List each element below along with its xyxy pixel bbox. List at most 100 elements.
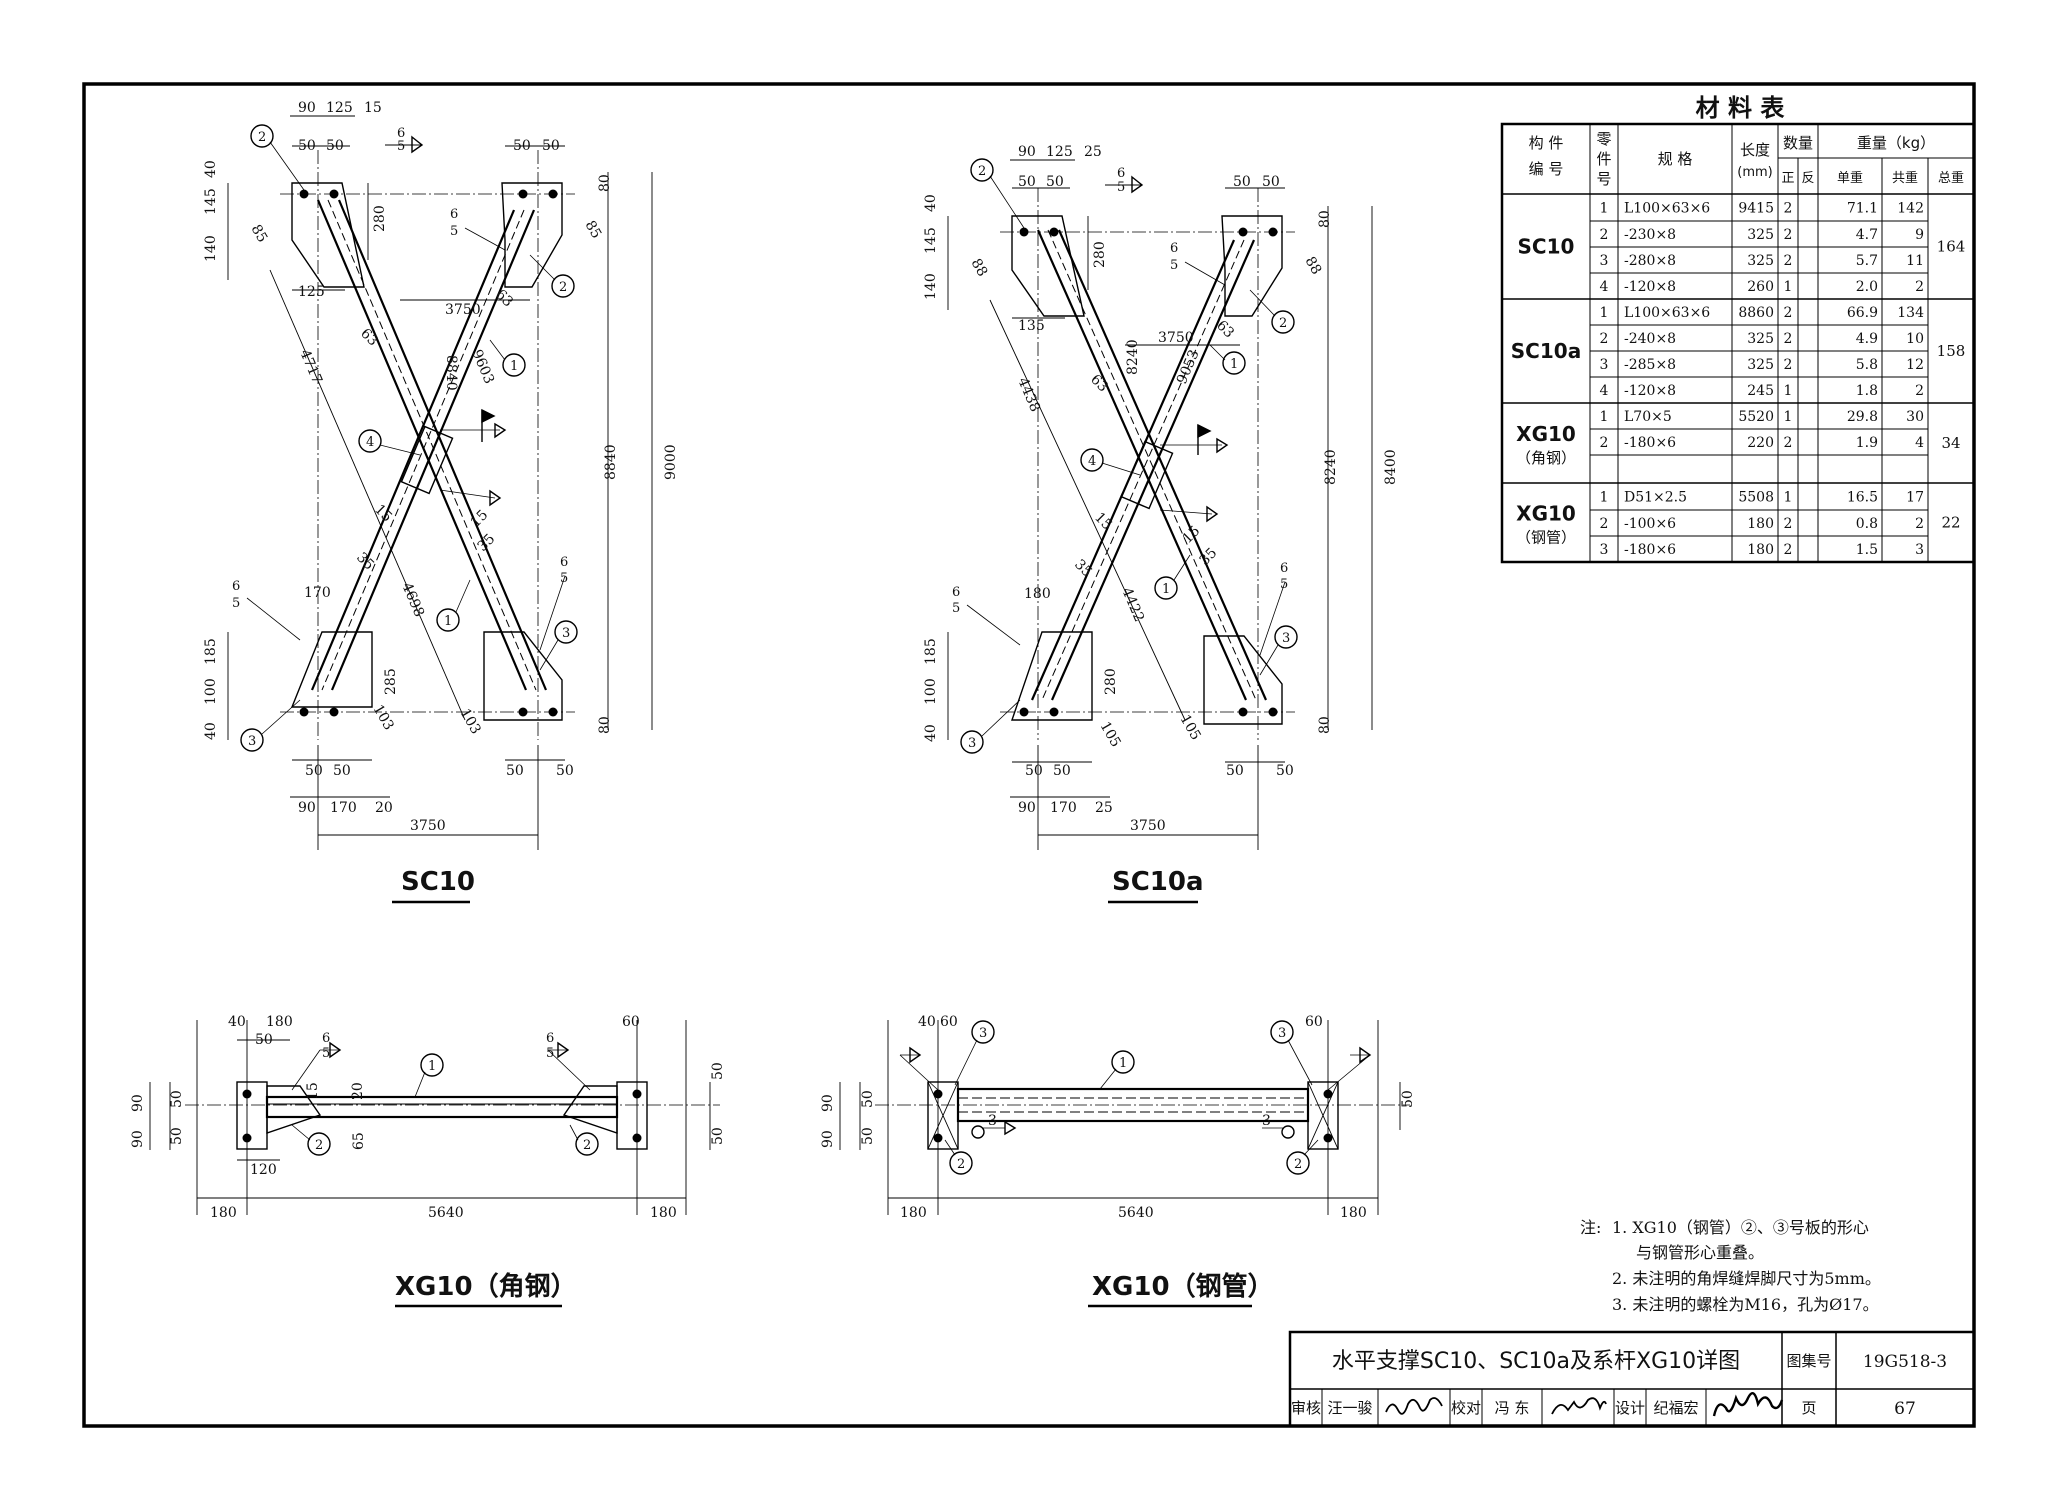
part-no: 2 [1600,516,1609,532]
length: 8860 [1738,305,1774,321]
dim-label: 3 [988,1113,997,1129]
dim-label: 80 [597,716,613,734]
spec: -240×8 [1624,331,1676,347]
dim-label: 180 [1024,586,1051,602]
spec: -280×8 [1624,253,1676,269]
page-number: 67 [1894,1399,1916,1419]
spec: L70×5 [1624,409,1672,425]
member-id: SC10a [1511,339,1581,363]
table-title: 材 料 表 [1696,94,1786,122]
header-qty: 反 [1801,171,1814,186]
dim-label: 5640 [428,1205,464,1221]
length: 9415 [1738,201,1774,217]
dim-label: 40 [923,194,939,212]
total-weight: 164 [1937,238,1966,256]
part-number-1: 1 [510,359,518,374]
xg10-angle-title-group: XG10（角钢） [395,1271,577,1308]
dim-label: 120 [250,1162,277,1178]
header-weight: 共重 [1892,170,1918,186]
material-table: 材 料 表 [1500,94,1976,564]
sum-weight: 134 [1897,305,1924,321]
sc10a-labels: 90 125 25 50 50 50 50 40 145 140 135 88 … [923,144,1399,834]
dim-label: 60 [1305,1014,1323,1030]
xg10-tube-labels: 40 60 60 90 90 50 50 50 3 3 180 5640 180… [820,1014,1416,1221]
svg-text:5: 5 [1117,180,1125,195]
qty-pos: 1 [1784,490,1793,506]
svg-text:2: 2 [1279,316,1287,331]
dim-label: 90 [130,1094,146,1112]
svg-text:1: 1 [1230,357,1238,372]
dim-label: 3750 [1158,330,1194,346]
qty-pos: 1 [1784,279,1793,295]
weld-size: 6 [232,579,240,594]
unit-weight: 1.5 [1856,542,1878,558]
dim-label: 88 [968,256,991,279]
unit-weight: 1.9 [1856,435,1878,451]
dim-label: 3 [1262,1113,1271,1129]
sum-weight: 17 [1906,490,1924,506]
unit-weight: 5.7 [1856,253,1878,269]
header-member: 编 号 [1529,160,1564,178]
dim-label: 90 [298,800,316,816]
qty-pos: 2 [1784,357,1793,373]
svg-text:3: 3 [1278,1026,1286,1041]
check-label: 校对 [1451,1399,1481,1417]
sc10-title-group: SC10 [392,867,475,904]
sheet-border [82,82,1976,1428]
designer-name: 纪福宏 [1653,1399,1698,1417]
sum-weight: 30 [1906,409,1924,425]
unit-weight: 29.8 [1847,409,1878,425]
sc10a-title-group: SC10a [1108,867,1204,904]
dim-label: 60 [940,1014,958,1030]
note-line: 2. 未注明的角焊缝焊脚尺寸为5mm。 [1612,1269,1881,1288]
qty-pos: 2 [1784,331,1793,347]
length: 325 [1747,331,1774,347]
header-length: (mm) [1737,165,1772,180]
unit-weight: 1.8 [1856,383,1878,399]
dim-label: 88 [1302,254,1325,277]
dim-label: 20 [375,800,393,816]
drawing-title-sc10a: SC10a [1112,867,1204,897]
total-weight: 158 [1937,342,1966,360]
dim-label: 3750 [445,302,481,318]
title-block: 水平支撑SC10、SC10a及系杆XG10详图 图集号 19G518-3 审核 … [1288,1330,1976,1428]
part-no: 2 [1600,227,1609,243]
dim-label: 50 [1018,174,1036,190]
weld-size: 5 [397,139,405,154]
dim-label: 170 [304,585,331,601]
member-sub: （角钢） [1516,449,1576,467]
dim-label: 50 [305,763,323,779]
dim-label: 285 [383,668,399,695]
header-part: 零 [1596,130,1611,148]
dim-label: 80 [1317,716,1333,734]
part-number-4: 4 [366,435,374,450]
weld-size: 5 [232,596,240,611]
dim-label: 180 [900,1205,927,1221]
svg-text:5: 5 [1170,258,1178,273]
qty-pos: 2 [1784,542,1793,558]
dim-label: 170 [1050,800,1077,816]
part-no: 1 [1600,490,1609,506]
part-no: 4 [1600,279,1609,295]
qty-pos: 1 [1784,409,1793,425]
dim-label: 90 [130,1130,146,1148]
qty-pos: 1 [1784,383,1793,399]
length: 325 [1747,227,1774,243]
dim-label: 50 [513,138,531,154]
unit-weight: 5.8 [1856,357,1878,373]
dim-label: 15 [305,1082,321,1100]
length: 5508 [1738,490,1774,506]
svg-text:6: 6 [1117,166,1125,181]
dim-label: 185 [923,638,939,665]
weld-size: 6 [560,555,568,570]
length: 325 [1747,357,1774,373]
dim-label: 90 [1018,800,1036,816]
dim-label: 50 [710,1127,726,1145]
dim-label: 180 [650,1205,677,1221]
checker-name: 冯 东 [1495,1399,1530,1417]
dim-label: 125 [326,100,353,116]
page-label: 页 [1801,1399,1816,1417]
dim-label: 170 [330,800,357,816]
svg-text:6: 6 [322,1031,330,1046]
notes: 注: 1. XG10（钢管）②、③号板的形心 与钢管形心重叠。 2. 未注明的角… [1580,1218,1881,1314]
